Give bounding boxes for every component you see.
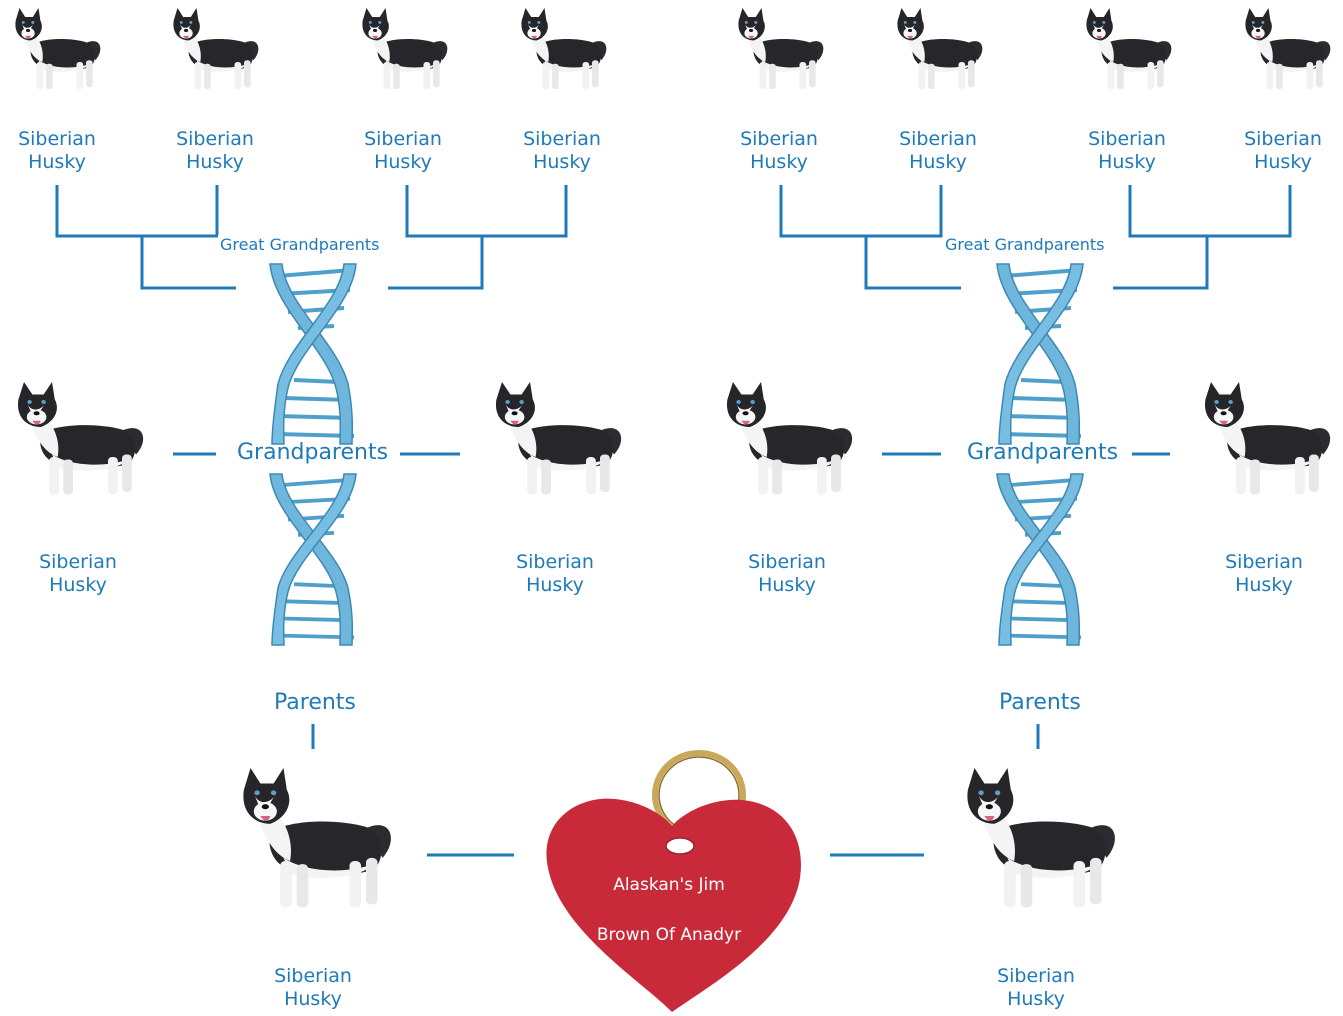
dog-image xyxy=(496,382,621,495)
parents-label: Parents xyxy=(274,690,356,716)
dog-image xyxy=(967,768,1115,908)
dog-image xyxy=(897,8,982,89)
dog-image xyxy=(243,768,391,908)
great-grandparents-label: Great Grandparents xyxy=(943,235,1107,254)
dog-image xyxy=(1086,8,1171,89)
grandparents-label: Grandparents xyxy=(237,440,388,466)
tag-name-line-2: Brown Of Anadyr xyxy=(549,925,789,945)
dog-image xyxy=(15,8,100,89)
tag-name-line-1: Alaskan's Jim xyxy=(549,875,789,895)
dog-image xyxy=(1205,382,1330,495)
dog-image xyxy=(727,382,852,495)
connector-lines xyxy=(57,185,1290,855)
dna-helix-right-lower xyxy=(997,474,1083,645)
dog-image xyxy=(173,8,258,89)
grandparents-label: Grandparents xyxy=(967,440,1118,466)
dna-helix-right xyxy=(997,264,1083,444)
dna-helix-left xyxy=(270,264,356,444)
dog-image xyxy=(738,8,823,89)
dna-helix-left-lower xyxy=(270,474,356,645)
dog-image xyxy=(362,8,447,89)
dog-image xyxy=(18,382,143,495)
great-grandparents-label: Great Grandparents xyxy=(218,235,382,254)
parents-label: Parents xyxy=(999,690,1081,716)
dog-image xyxy=(1245,8,1330,89)
dog-image xyxy=(521,8,606,89)
